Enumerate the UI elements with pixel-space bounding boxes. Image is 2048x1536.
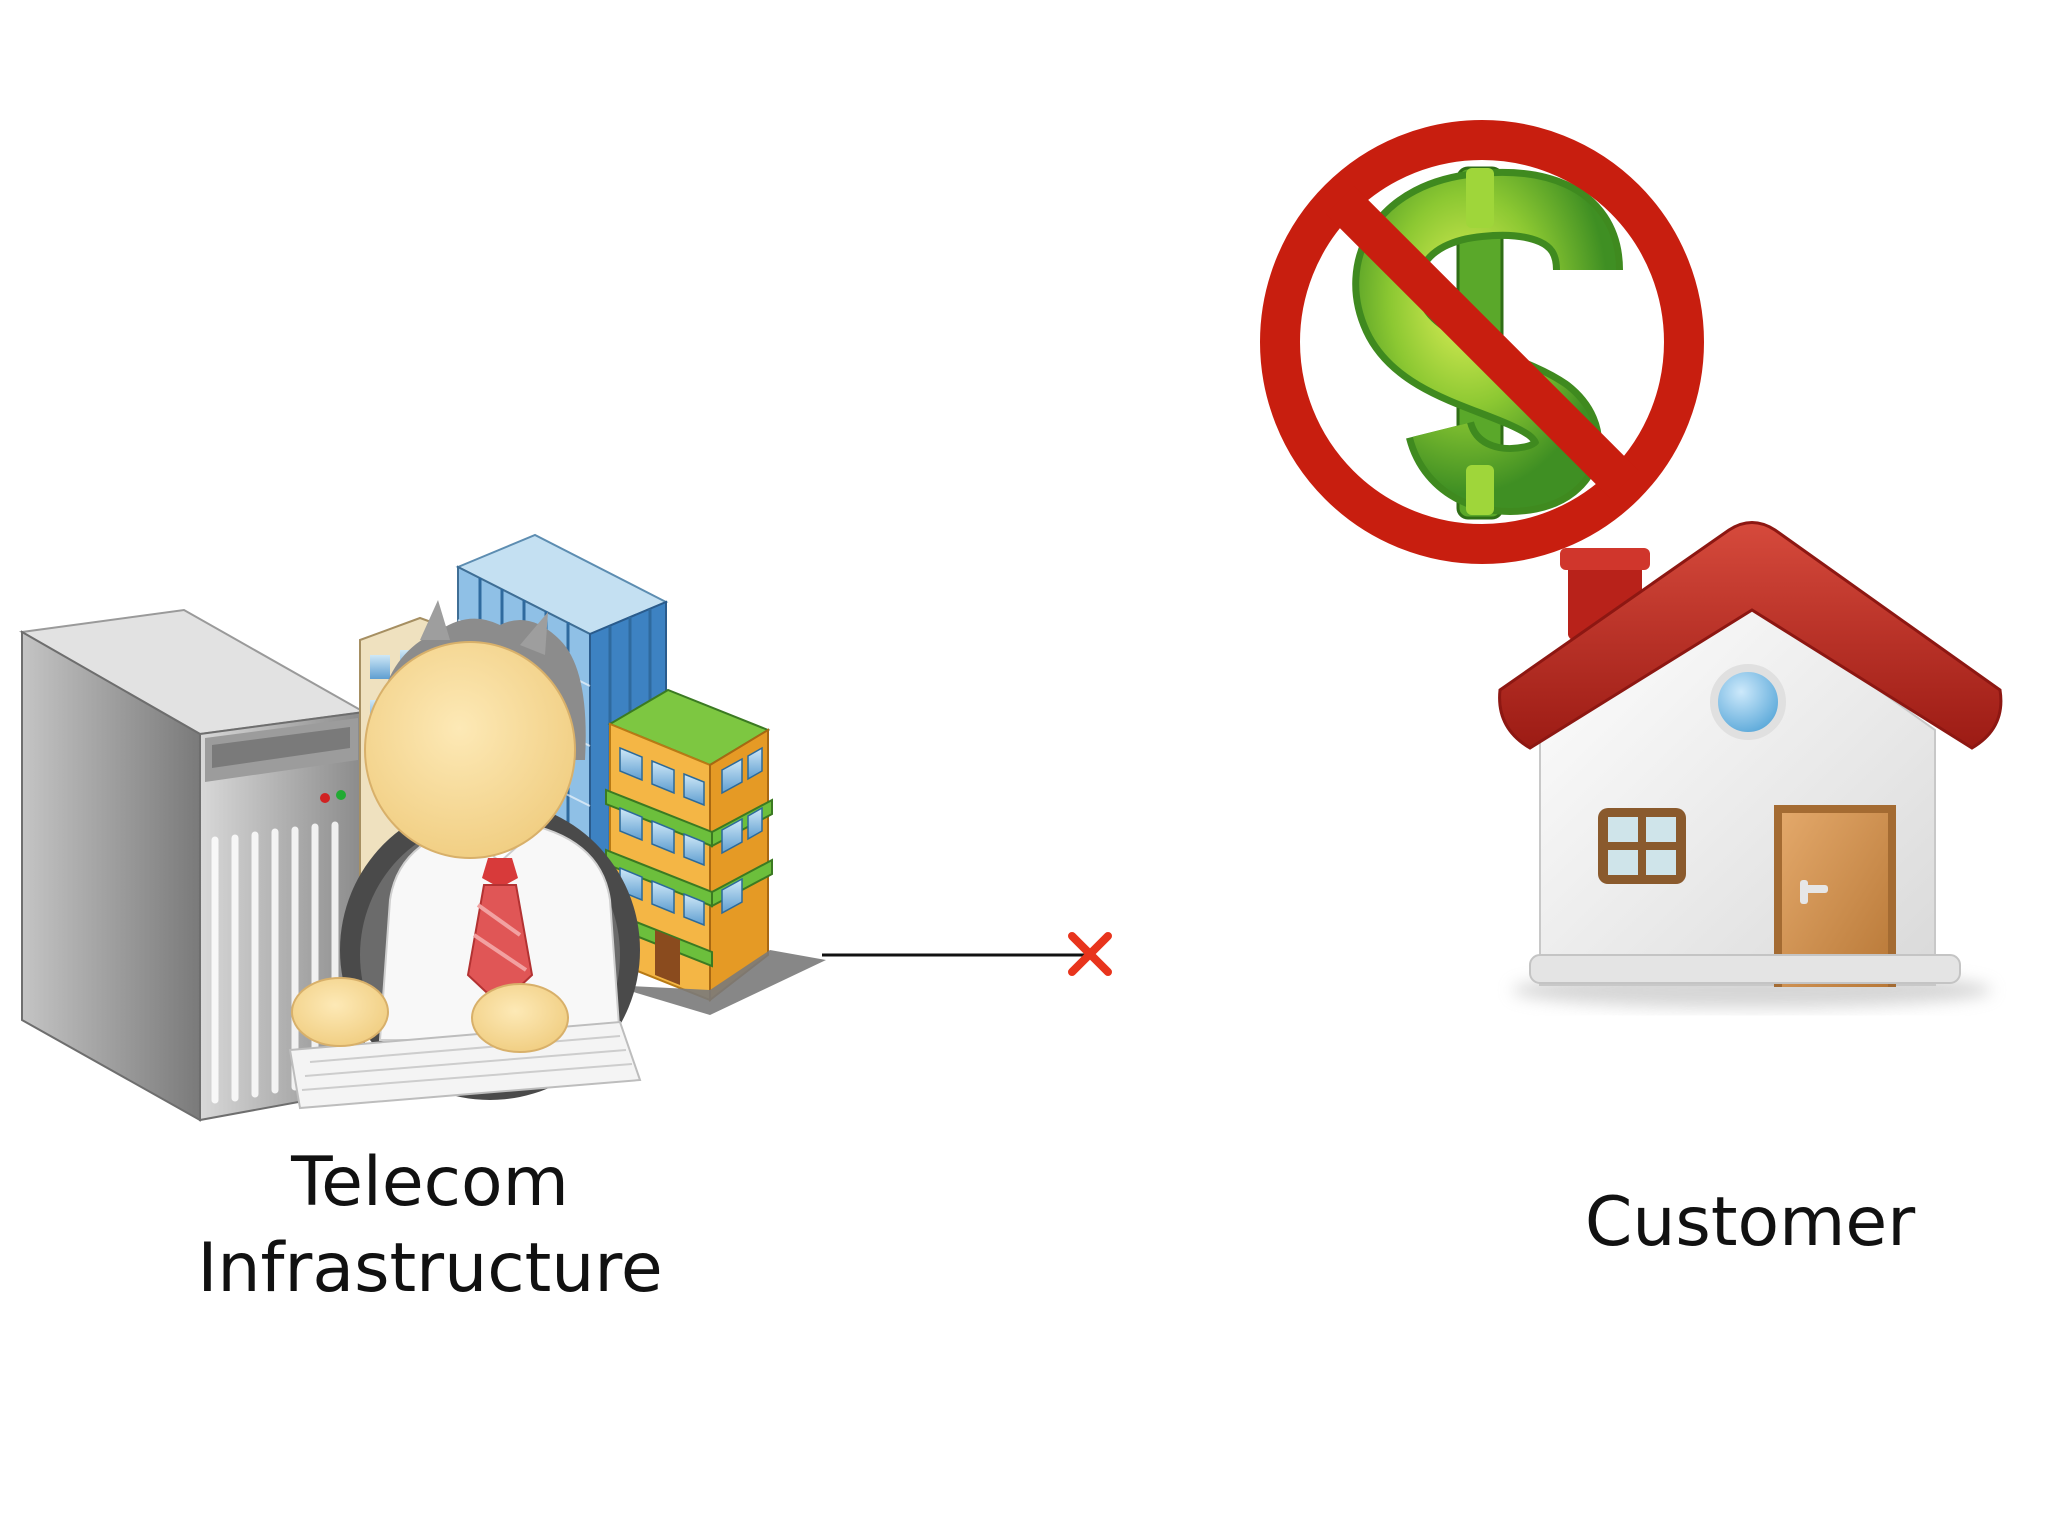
telecom-infrastructure-illustration: [18, 533, 826, 1122]
telecom-infrastructure-label-line2: Infrastructure: [197, 1229, 663, 1308]
dollar-sign-icon: [1352, 166, 1623, 520]
telecom-infrastructure-label-line1: Telecom: [291, 1143, 569, 1222]
server-tower-icon: [18, 608, 368, 1122]
telecom-infrastructure-label: Telecom Infrastructure: [160, 1140, 700, 1312]
no-money-icon: [1260, 120, 1704, 564]
connection-break-x-icon: [1068, 932, 1112, 976]
office-worker-icon: [288, 600, 642, 1110]
house-icon: [1498, 521, 2003, 1008]
customer-illustration: [1260, 120, 2003, 1008]
broken-connection: [822, 932, 1112, 976]
customer-label: Customer: [1584, 1183, 1916, 1262]
